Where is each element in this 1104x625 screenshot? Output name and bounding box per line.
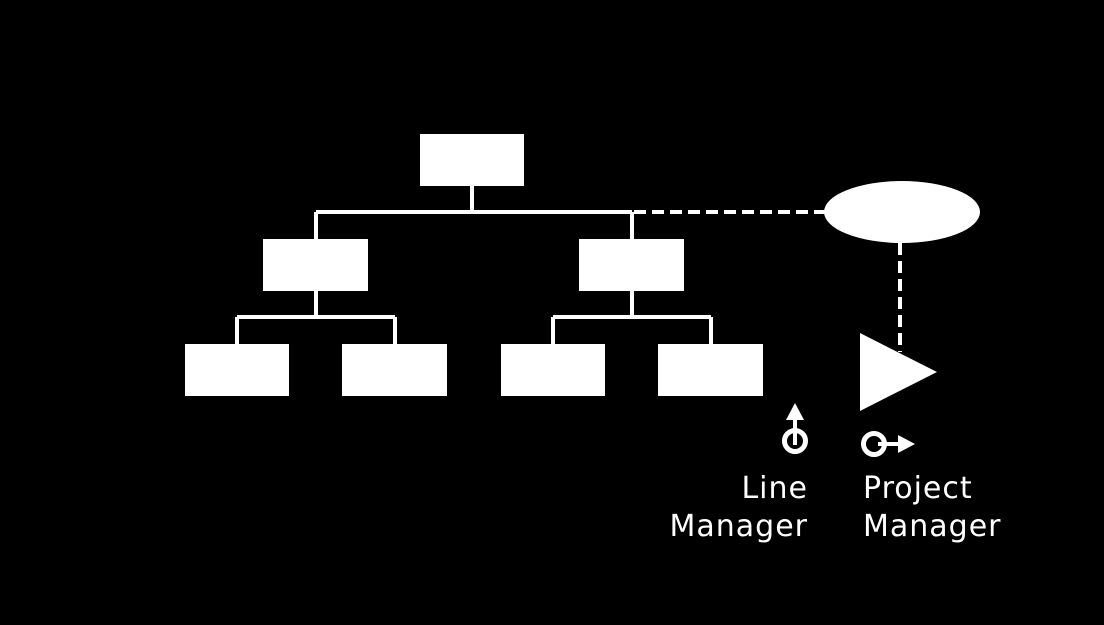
org-boxes xyxy=(185,134,763,396)
org-box-leaf-1 xyxy=(185,344,289,396)
project-connectors xyxy=(472,210,902,352)
project-triangle xyxy=(860,333,937,411)
project-manager-label: Project Manager xyxy=(863,470,1002,546)
line-manager-symbol-icon xyxy=(782,403,808,454)
org-box-leaf-3 xyxy=(501,344,605,396)
org-box-leaf-4 xyxy=(658,344,763,396)
project-manager-symbol-icon xyxy=(861,431,915,457)
org-box-leaf-2 xyxy=(342,344,447,396)
line-manager-label-line2: Manager xyxy=(669,509,808,544)
org-box-top xyxy=(420,134,524,186)
project-manager-label-line2: Manager xyxy=(863,509,1002,544)
project-ellipse xyxy=(824,181,980,243)
org-box-level1-left xyxy=(263,239,368,291)
project-manager-label-line1: Project xyxy=(863,471,973,506)
line-manager-label-line1: Line xyxy=(741,471,808,506)
line-manager-label: Line Manager xyxy=(670,470,809,546)
org-box-level1-right xyxy=(579,239,684,291)
